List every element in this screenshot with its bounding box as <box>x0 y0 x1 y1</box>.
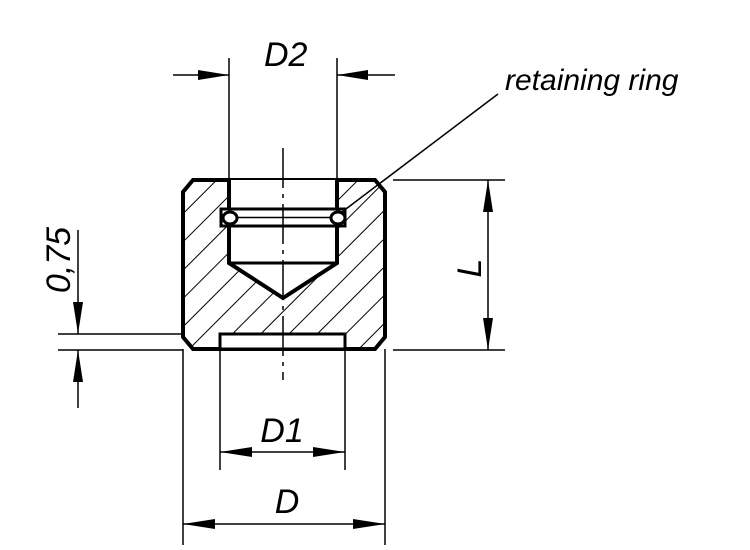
d2-label: D2 <box>264 36 308 74</box>
thickness-label: 0,75 <box>40 227 78 293</box>
retaining-ring-left-section <box>221 210 239 226</box>
dimension-d <box>182 349 386 545</box>
retaining-ring-right-section <box>329 210 347 226</box>
retaining-ring-label: retaining ring <box>505 64 679 97</box>
dimension-d1 <box>219 349 346 470</box>
dimension-l <box>393 179 505 351</box>
d1-label: D1 <box>260 412 303 450</box>
dimension-d2 <box>173 58 395 180</box>
dimension-thickness <box>58 230 183 408</box>
d-label: D <box>275 483 300 521</box>
l-label: L <box>451 259 489 278</box>
retaining-ring-leader <box>341 93 499 213</box>
